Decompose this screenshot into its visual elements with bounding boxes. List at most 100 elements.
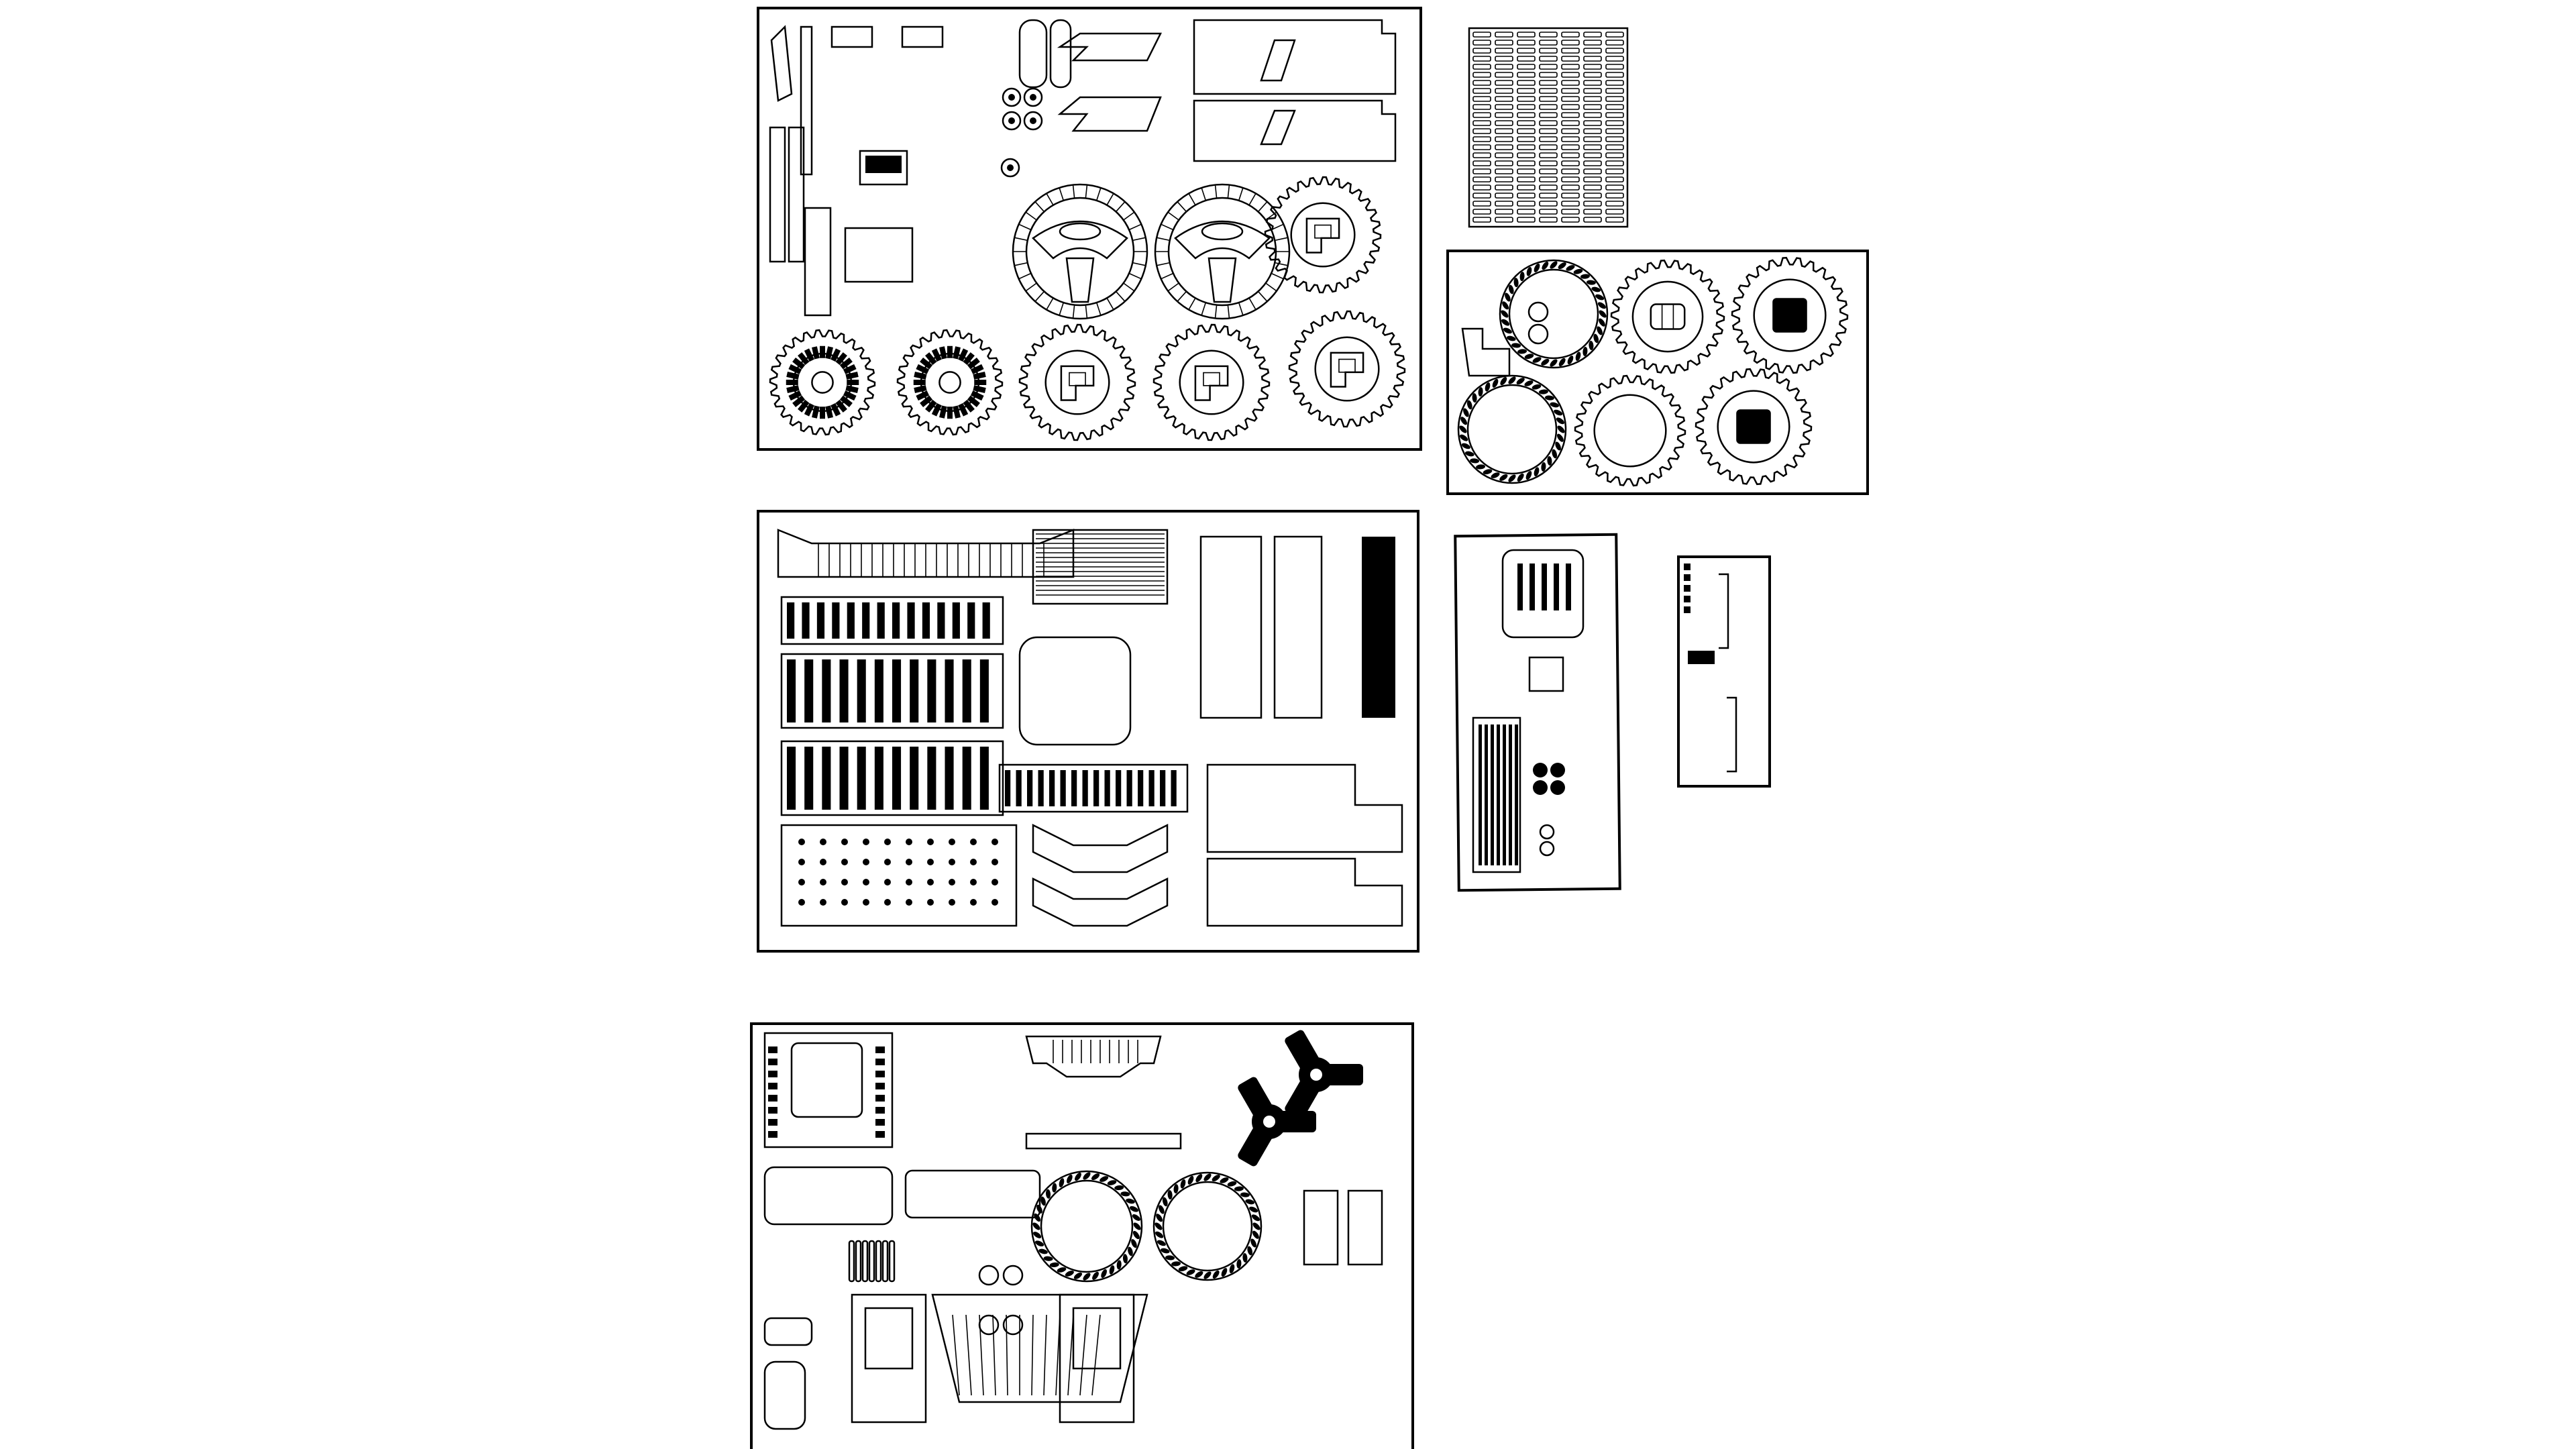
- track-link: [1561, 104, 1580, 110]
- track-link: [1539, 96, 1558, 102]
- grille-bar: [1491, 724, 1494, 865]
- hole: [863, 899, 869, 906]
- chain-link: [1212, 1175, 1220, 1182]
- chain-link: [1459, 425, 1467, 433]
- grille-bar: [1479, 724, 1482, 865]
- chain-link: [1524, 354, 1534, 360]
- chain-link: [1506, 335, 1516, 341]
- track-link: [1583, 160, 1602, 166]
- spring-coil: [868, 1240, 875, 1283]
- track-link: [1605, 120, 1624, 126]
- cab-slot: [768, 1131, 777, 1138]
- panel-slot: [847, 602, 855, 639]
- track-link: [1605, 152, 1624, 158]
- chain-link: [1593, 333, 1599, 343]
- ring-hole: [1527, 301, 1549, 323]
- chain-link: [1092, 1271, 1099, 1280]
- rotor-rib: [1201, 187, 1207, 201]
- track-link: [1517, 168, 1536, 174]
- hole: [798, 839, 805, 845]
- belt-outline: [1468, 27, 1629, 228]
- track-link: [1583, 193, 1602, 199]
- chain-link: [1525, 471, 1532, 480]
- rotor-rib: [1201, 302, 1207, 316]
- cab-slot: [768, 1107, 777, 1114]
- track-link: [1561, 56, 1580, 62]
- chain-link: [1472, 393, 1477, 403]
- chain-link: [1513, 278, 1519, 288]
- rotor-rib: [1095, 302, 1102, 316]
- gear-slot: [792, 395, 806, 407]
- track-link: [1561, 184, 1580, 191]
- slotted-panel: [780, 596, 1004, 645]
- sheet-parts: [1472, 549, 1585, 873]
- track-link: [1561, 128, 1580, 134]
- track-link: [1472, 168, 1491, 174]
- chain-link: [1491, 472, 1500, 478]
- washer: [1539, 841, 1555, 857]
- chain-link: [1187, 1175, 1194, 1185]
- hole: [820, 899, 826, 906]
- track-link: [1561, 120, 1580, 126]
- hole: [991, 879, 998, 885]
- roller-frame: [1199, 535, 1263, 719]
- panel-outline: [780, 596, 1004, 645]
- chain-link: [1466, 400, 1472, 410]
- track-link: [1561, 176, 1580, 182]
- track-link: [1539, 72, 1558, 78]
- chain-link: [1180, 1179, 1186, 1189]
- rotor-rib: [1167, 211, 1179, 221]
- gear-inner-ring: [1753, 278, 1827, 352]
- rotor-hub: [1201, 222, 1244, 241]
- track-link: [1583, 176, 1602, 182]
- rotor-hub: [1059, 222, 1102, 241]
- sheet-parts: [769, 19, 1406, 441]
- gear-slot: [839, 358, 853, 370]
- vent-panel: [1501, 549, 1585, 639]
- gear-slot: [970, 390, 984, 401]
- chain-link: [1133, 1222, 1141, 1230]
- chain-outer: [1030, 1170, 1143, 1283]
- gear-slot: [913, 380, 926, 385]
- rotor-rib: [1115, 290, 1126, 302]
- track-link: [1472, 160, 1491, 166]
- chain-link: [1116, 1260, 1122, 1270]
- hole: [970, 859, 977, 865]
- track-link: [1605, 160, 1624, 166]
- gear-key-slot: [1338, 358, 1356, 373]
- clip: [1684, 606, 1690, 613]
- clip: [1684, 564, 1690, 570]
- track-link: [1472, 96, 1491, 102]
- strip: [1025, 1132, 1182, 1150]
- track-link: [1517, 88, 1536, 94]
- gear-slot: [914, 385, 927, 393]
- track-link: [1539, 176, 1558, 182]
- track-link: [1495, 88, 1513, 94]
- panel-slot: [822, 659, 831, 722]
- chain-link: [1107, 1180, 1117, 1185]
- gear-slot: [973, 372, 986, 380]
- chain-link: [1195, 1174, 1203, 1183]
- chain-link: [1043, 1256, 1053, 1261]
- gear-slot: [939, 346, 947, 360]
- cab-slot: [875, 1046, 885, 1053]
- track-link: [1583, 184, 1602, 191]
- mount-plate: [763, 1166, 894, 1226]
- track-link: [1605, 184, 1624, 191]
- track-link: [1517, 112, 1536, 118]
- hub-bore: [1310, 1069, 1322, 1081]
- rotor-rib: [1132, 262, 1146, 266]
- rotor-rib: [1025, 282, 1037, 292]
- chain-link: [1122, 1254, 1128, 1264]
- gear-slot: [820, 345, 825, 358]
- chain-link: [1557, 425, 1565, 433]
- gear-slot: [804, 348, 814, 362]
- track-link: [1472, 152, 1491, 158]
- chain-link: [1502, 301, 1509, 310]
- curved-panel: [1032, 823, 1169, 873]
- chain-link: [1227, 1181, 1237, 1187]
- track-link: [1605, 48, 1624, 54]
- chain-link: [1173, 1184, 1179, 1194]
- track-link: [1583, 88, 1602, 94]
- hole: [991, 839, 998, 845]
